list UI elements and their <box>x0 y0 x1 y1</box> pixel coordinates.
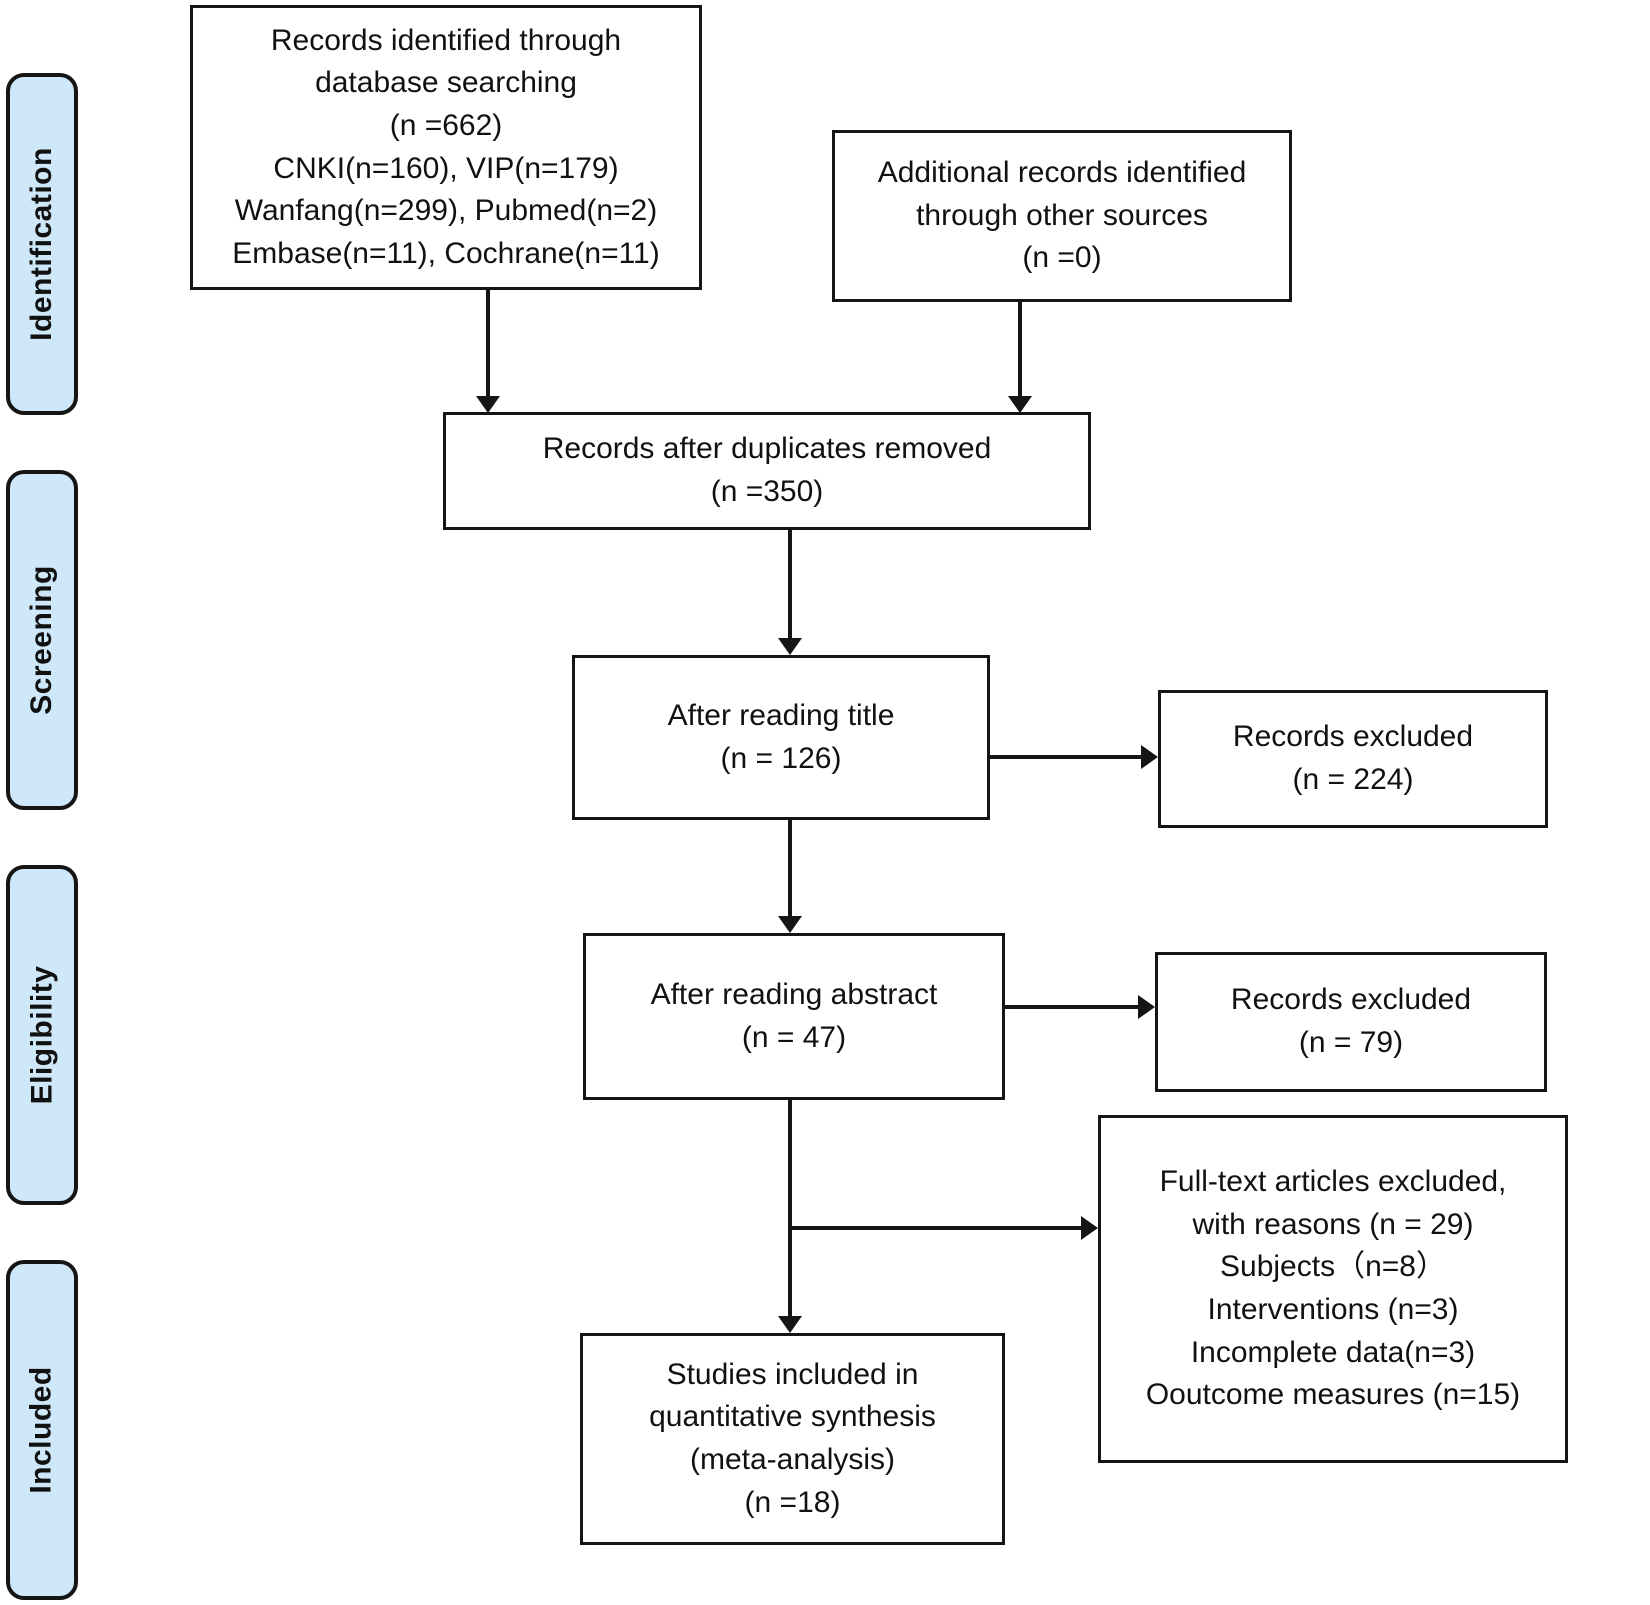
text-line: (n = 79) <box>1298 1026 1404 1059</box>
box-fulltext-excluded: Full-text articles excluded, with reason… <box>1098 1115 1568 1463</box>
text-line: CNKI(n=160), VIP(n=179) <box>273 151 619 185</box>
text-line: Embase(n=11), Cochrane(n=11) <box>232 236 660 270</box>
arrow-title-to-abstract <box>788 820 792 918</box>
box-records-excluded-title: Records excluded (n = 224) <box>1158 690 1548 828</box>
stage-included: Included <box>6 1260 78 1600</box>
box-additional-records: Additional records identified through ot… <box>832 130 1292 302</box>
text-line: (n =662) <box>389 108 503 142</box>
box-studies-included: Studies included in quantitative synthes… <box>580 1333 1005 1545</box>
arrow-duplicates-to-title <box>788 530 792 640</box>
box-records-excluded-abstract: Records excluded (n = 79) <box>1155 952 1547 1092</box>
text-line: quantitative synthesis <box>649 1400 936 1434</box>
box-duplicates-removed: Records after duplicates removed (n =350… <box>443 412 1091 530</box>
arrowhead-right-icon <box>1138 995 1155 1019</box>
arrowhead-right-icon <box>1081 1216 1098 1240</box>
text-line: with reasons (n = 29) <box>1192 1207 1474 1241</box>
text-line: (n = 224) <box>1292 763 1414 796</box>
arrow-identified-to-duplicates <box>486 290 490 398</box>
text-line: Records excluded <box>1230 983 1472 1017</box>
box-after-reading-title: After reading title (n = 126) <box>572 655 990 820</box>
text-line: (n = 126) <box>720 741 842 775</box>
text-line: Records after duplicates removed <box>542 432 992 466</box>
text-line: Records excluded <box>1232 720 1474 754</box>
text-line: through other sources <box>916 198 1208 232</box>
text-line: Records identified through <box>270 23 622 57</box>
arrow-additional-to-duplicates <box>1018 302 1022 398</box>
text-line: Incomplete data(n=3) <box>1190 1335 1476 1369</box>
stage-identification: Identification <box>6 73 78 415</box>
text-line: After reading abstract <box>650 977 938 1011</box>
text-line: Subjects（n=8） <box>1220 1250 1446 1284</box>
text-line: (n =18) <box>744 1485 841 1519</box>
arrowhead-down-icon <box>476 396 500 413</box>
text-line: (n =350) <box>710 475 824 508</box>
text-line: (n = 47) <box>741 1020 847 1054</box>
text-line: Full-text articles excluded, <box>1159 1165 1507 1199</box>
text-line: Wanfang(n=299), Pubmed(n=2) <box>234 194 658 228</box>
text-line: Interventions (n=3) <box>1207 1293 1459 1326</box>
box-records-identified: Records identified through database sear… <box>190 5 702 290</box>
stage-identification-label: Identification <box>25 147 59 341</box>
arrow-title-to-excluded <box>990 755 1142 759</box>
arrowhead-down-icon <box>778 916 802 933</box>
stage-screening: Screening <box>6 470 78 810</box>
stage-screening-label: Screening <box>25 565 58 715</box>
arrowhead-right-icon <box>1141 745 1158 769</box>
text-line: Ooutcome measures (n=15) <box>1145 1378 1521 1412</box>
arrowhead-down-icon <box>1008 396 1032 413</box>
text-line: (n =0) <box>1022 241 1102 275</box>
arrow-spine-to-fulltext-excluded <box>790 1226 1082 1230</box>
box-after-reading-abstract: After reading abstract (n = 47) <box>583 933 1005 1100</box>
stage-eligibility: Eligibility <box>6 865 78 1205</box>
arrow-abstract-to-excluded <box>1005 1005 1141 1009</box>
arrowhead-down-icon <box>778 638 802 655</box>
stage-eligibility-label: Eligibility <box>25 965 59 1105</box>
arrow-abstract-to-studies <box>788 1100 792 1318</box>
text-line: Additional records identified <box>877 156 1247 190</box>
text-line: (meta-analysis) <box>689 1443 896 1476</box>
text-line: database searching <box>315 66 577 100</box>
stage-included-label: Included <box>25 1366 58 1494</box>
arrowhead-down-icon <box>778 1316 802 1333</box>
text-line: After reading title <box>667 698 895 732</box>
text-line: Studies included in <box>666 1357 919 1391</box>
